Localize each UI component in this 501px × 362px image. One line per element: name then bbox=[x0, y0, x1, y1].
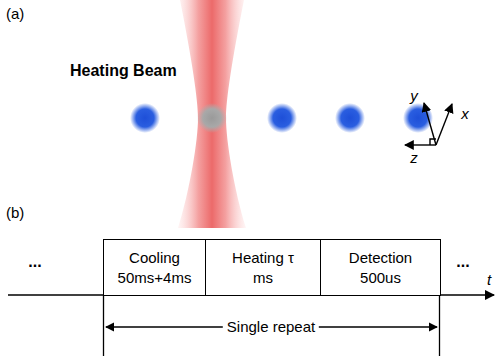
panel-label: (a) bbox=[6, 6, 24, 23]
heating-beam bbox=[178, 0, 246, 228]
stage-text: Cooling 50ms+4ms bbox=[115, 248, 195, 287]
atoms bbox=[130, 103, 433, 133]
stage-text: Heating τ ms bbox=[232, 248, 294, 287]
stage-box: Heating τ ms bbox=[205, 239, 321, 296]
panel-label: (b) bbox=[6, 205, 24, 222]
ellipsis: ... bbox=[28, 253, 41, 271]
stage-box: Cooling 50ms+4ms bbox=[103, 239, 206, 296]
axis-label: y bbox=[410, 88, 418, 105]
time-label: t bbox=[487, 272, 491, 289]
stage-box: Detection 500us bbox=[320, 239, 441, 296]
stage-text: Detection 500us bbox=[339, 248, 423, 287]
axis-label: z bbox=[410, 150, 418, 167]
axis-label: x bbox=[461, 106, 469, 123]
repeat-label: Single repeat bbox=[223, 319, 319, 336]
beam-label: Heating Beam bbox=[70, 62, 177, 80]
axes bbox=[405, 103, 452, 145]
ellipsis: ... bbox=[456, 253, 469, 271]
repeat-bracket bbox=[104, 295, 440, 356]
